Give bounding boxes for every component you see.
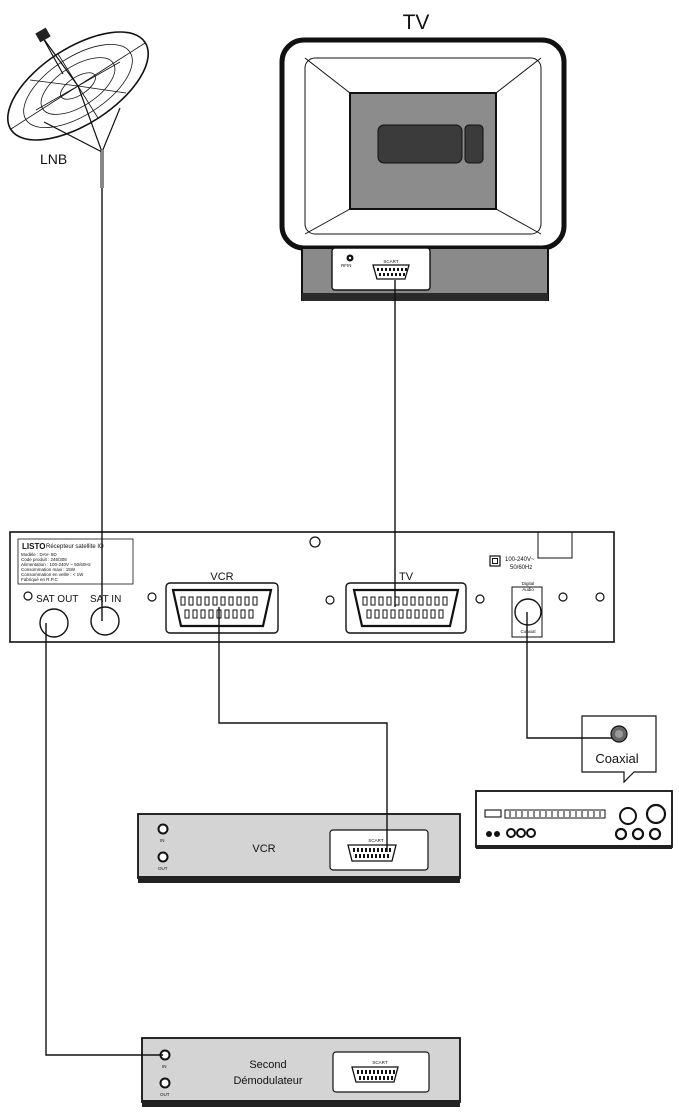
tv-scart-label: SCART — [383, 259, 398, 264]
sat-in-label: SAT IN — [90, 594, 121, 605]
receiver-brand: LISTO — [22, 542, 45, 551]
receiver-vcr-label: VCR — [210, 571, 233, 583]
tv-title: TV — [403, 11, 430, 34]
cable-vcr-scart — [218, 607, 388, 852]
satellite-dish — [6, 27, 150, 188]
receiver-info-line: Alimentation : 100-240V ~ 50/60Hz — [21, 562, 92, 567]
cable-coaxial-audio — [526, 612, 612, 739]
second-demod-in-label: IN — [162, 1064, 167, 1069]
tv-set — [279, 37, 567, 301]
second-demod-scart-label: SCART — [372, 1060, 387, 1065]
receiver-info-line: Fabriqué en R.P.C — [21, 577, 58, 582]
second-demodulator-device — [141, 1037, 461, 1107]
tv-rf-in-label: RFIN — [341, 263, 352, 268]
coaxial-callout-label: Coaxial — [595, 751, 638, 766]
receiver-tv-label: TV — [399, 571, 414, 583]
power-rating-line1: 100-240V~ — [505, 557, 535, 563]
cable-sat-out-to-second-demod — [45, 623, 163, 1056]
power-rating-line2: 50/60Hz — [510, 565, 532, 571]
vcr-out-label: OUT — [158, 866, 168, 871]
digital-audio-line1: Digital — [522, 581, 535, 586]
vcr-scart-label: SCART — [368, 838, 383, 843]
lnb-label: LNB — [40, 151, 67, 167]
receiver-panel — [9, 531, 615, 643]
sat-out-label: SAT OUT — [36, 594, 78, 605]
receiver-info-line: Code produit : 246/308 — [21, 557, 67, 562]
digital-audio-line2: Audio — [522, 587, 534, 592]
vcr-in-label: IN — [160, 838, 165, 843]
receiver-tv-scart — [345, 582, 467, 634]
vcr-device — [137, 813, 461, 883]
vcr-device-name: VCR — [252, 843, 275, 855]
coaxial-small-label: Coaxial — [520, 629, 535, 634]
receiver-info-line: Consommation en veille : < 1W — [21, 572, 84, 577]
second-demod-line2: Démodulateur — [233, 1075, 302, 1087]
receiver-vcr-scart — [165, 582, 279, 634]
second-demod-out-label: OUT — [160, 1092, 170, 1097]
receiver-info-line: Modèle : DAV- 5D — [21, 552, 57, 557]
receiver-product-name: Récepteur satellite IO — [46, 544, 104, 550]
audio-amplifier — [475, 715, 673, 849]
second-demod-line1: Second — [249, 1059, 286, 1071]
receiver-info-line: Consommation maxi : 15W — [21, 567, 76, 572]
